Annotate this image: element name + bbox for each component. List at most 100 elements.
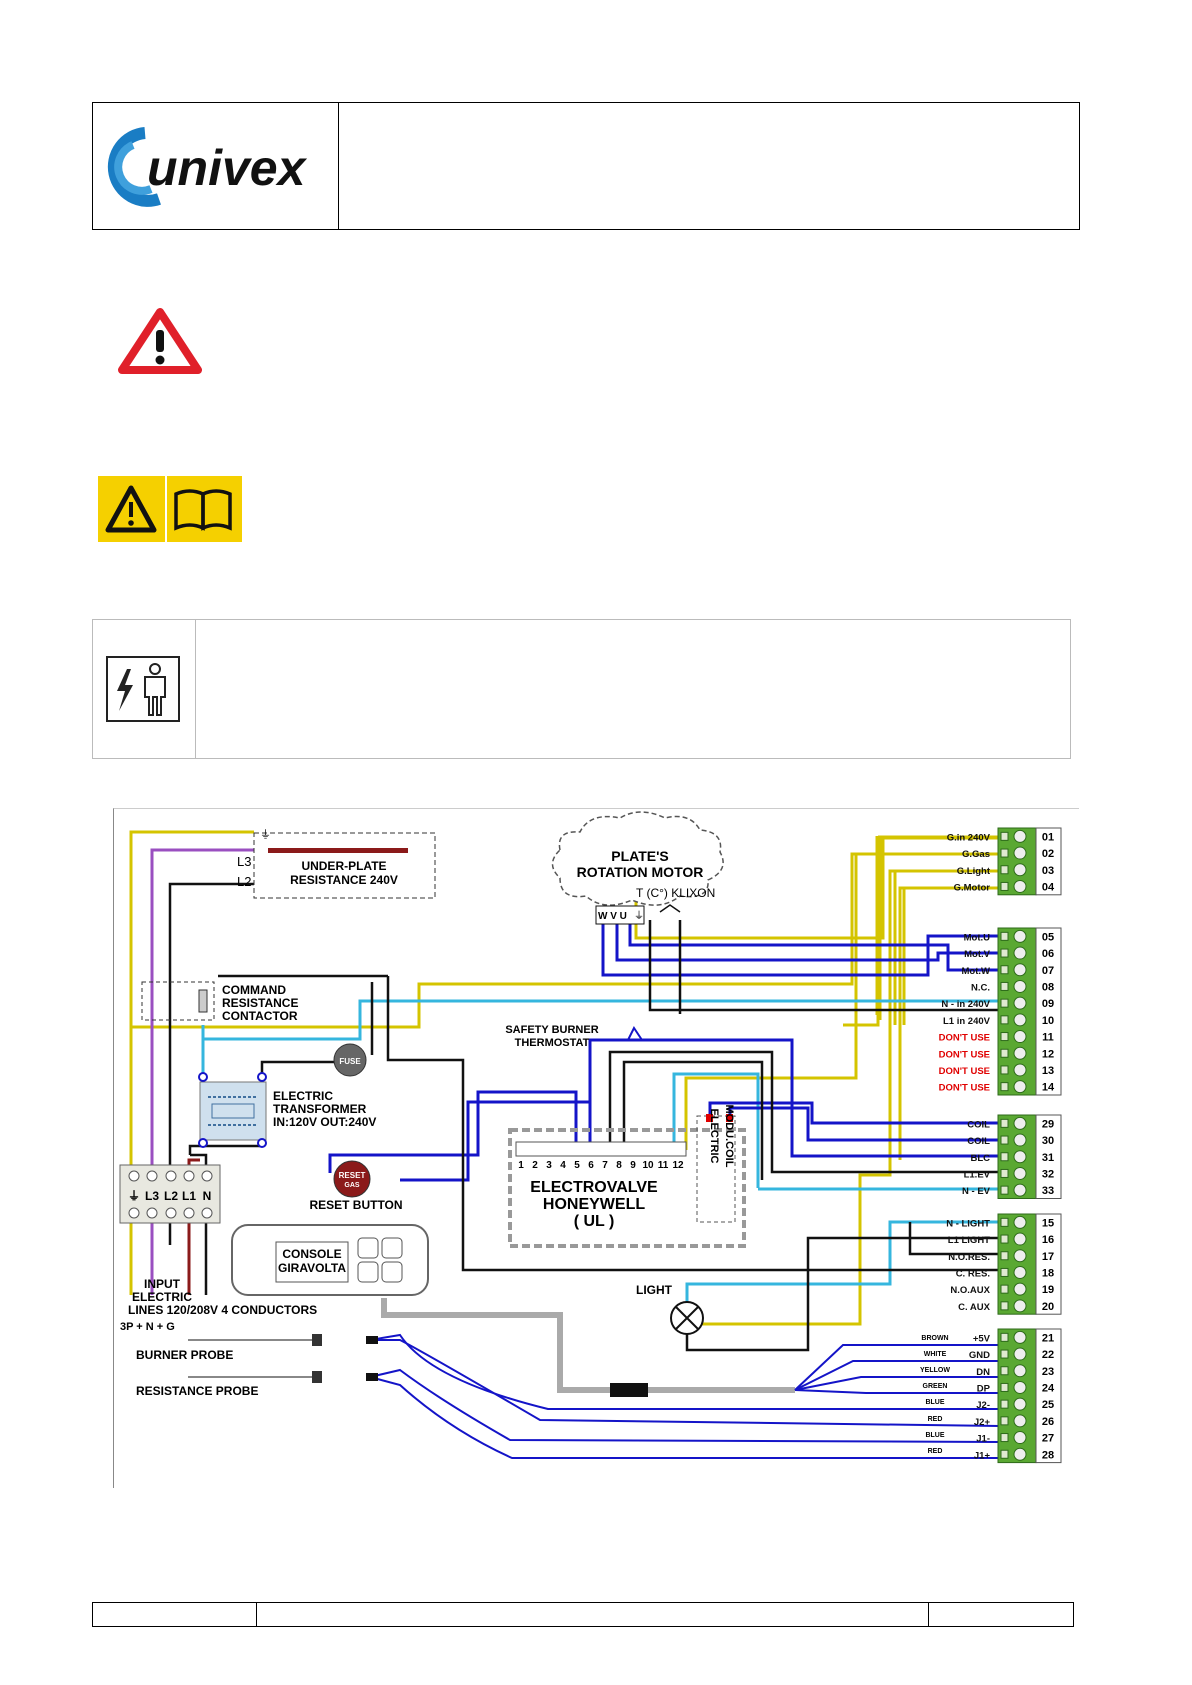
label-gas: GAS bbox=[344, 1182, 360, 1189]
terminal-slot bbox=[1000, 981, 1009, 991]
terminal-screw-icon bbox=[1013, 1347, 1027, 1361]
label-resistance-probe: RESISTANCE PROBE bbox=[136, 1384, 258, 1398]
terminal-label: C. AUX bbox=[958, 1302, 991, 1313]
terminal-number: 04 bbox=[1042, 881, 1055, 893]
label-fuse: FUSE bbox=[339, 1057, 361, 1066]
label-input-4: 3P + N + G bbox=[120, 1321, 175, 1333]
wire-color-label: RED bbox=[928, 1416, 943, 1423]
terminal-label: J2+ bbox=[974, 1417, 991, 1428]
terminal-label: Mot.U bbox=[964, 932, 991, 943]
label-transformer-3: IN:120V OUT:240V bbox=[273, 1115, 376, 1129]
terminal-slot bbox=[1000, 1234, 1009, 1244]
thermostat-icon bbox=[627, 1026, 643, 1041]
coil-box bbox=[696, 1115, 736, 1223]
footer-box bbox=[92, 1602, 1074, 1627]
terminal-label: G.Light bbox=[957, 866, 991, 877]
wire-l3 bbox=[150, 848, 254, 1295]
terminal-slot bbox=[1000, 848, 1009, 858]
input-term: L3 bbox=[145, 1189, 159, 1203]
terminal-screw-icon bbox=[1013, 946, 1027, 960]
terminal-number: 33 bbox=[1042, 1185, 1054, 1197]
terminal-number-column bbox=[1035, 1213, 1062, 1315]
terminal-number-column bbox=[1035, 827, 1062, 896]
wire-n-in-240v bbox=[201, 999, 1000, 1041]
label-console: CONSOLE bbox=[282, 1247, 341, 1261]
terminal-strips: 01G.in 240V02G.Gas03G.Light04G.Motor05Mo… bbox=[939, 827, 1062, 1464]
terminal-slot bbox=[1000, 1382, 1009, 1392]
wire-color-label: GREEN bbox=[923, 1383, 948, 1390]
valve-pin: 3 bbox=[546, 1160, 552, 1171]
terminal-slot bbox=[1000, 1118, 1009, 1128]
terminal-screw-icon bbox=[1013, 863, 1027, 877]
logo-text: univex bbox=[147, 140, 308, 196]
label-light: LIGHT bbox=[636, 1283, 673, 1297]
wire-l1 bbox=[187, 1158, 200, 1295]
note-box bbox=[92, 619, 1071, 759]
terminal-number: 29 bbox=[1042, 1118, 1054, 1130]
terminal-screw-icon bbox=[1013, 1282, 1027, 1296]
wire-blc bbox=[588, 1038, 1000, 1158]
terminal-number: 07 bbox=[1042, 965, 1054, 977]
label-contactor-3: CONTACTOR bbox=[222, 1009, 298, 1023]
wire-color-label: YELLOW bbox=[920, 1367, 950, 1374]
terminal-number: 32 bbox=[1042, 1168, 1054, 1180]
cable-connector bbox=[610, 1383, 648, 1397]
label-l3: L3 bbox=[237, 854, 251, 869]
terminal-label: DN bbox=[976, 1367, 990, 1378]
wire-n-ev bbox=[672, 1072, 760, 1188]
terminal-label: C. RES. bbox=[956, 1268, 990, 1279]
terminal-slot bbox=[1000, 865, 1009, 875]
label-reset-button: RESET BUTTON bbox=[309, 1198, 402, 1212]
terminal-label: G.Gas bbox=[962, 849, 990, 860]
terminal-number: 30 bbox=[1042, 1135, 1054, 1147]
label-moducoil: MODU.COIL bbox=[723, 1105, 735, 1168]
terminal-screw-icon bbox=[1013, 1046, 1027, 1060]
wire-g-gas bbox=[843, 838, 880, 1027]
terminal-screw-icon bbox=[1013, 996, 1027, 1010]
terminal-label: J1+ bbox=[974, 1450, 991, 1461]
input-term: N bbox=[203, 1189, 212, 1203]
valve-pin: 2 bbox=[532, 1160, 538, 1171]
electrician-icon bbox=[106, 656, 180, 722]
terminal-number: 23 bbox=[1042, 1366, 1054, 1378]
terminal-label: COIL bbox=[967, 1136, 990, 1147]
terminal-screw-icon bbox=[1013, 1030, 1027, 1044]
terminal-number: 03 bbox=[1042, 865, 1054, 877]
terminal-screw-icon bbox=[1013, 1431, 1027, 1445]
terminal-screw-icon bbox=[1013, 1183, 1027, 1197]
wire-c-res bbox=[386, 976, 1000, 1272]
terminal-slot bbox=[1000, 1399, 1009, 1409]
terminal-screw-icon bbox=[1013, 846, 1027, 860]
label-valve-3: ( UL ) bbox=[574, 1213, 615, 1230]
warning-triangle-icon bbox=[118, 308, 202, 374]
terminal-label: DON'T USE bbox=[939, 1049, 990, 1060]
heating-element bbox=[268, 848, 408, 853]
wire-n bbox=[190, 1153, 208, 1295]
terminal-slot bbox=[1000, 1433, 1009, 1443]
terminal-label: GND bbox=[969, 1350, 990, 1361]
terminal-screw-icon bbox=[1013, 1215, 1027, 1229]
valve-pin: 10 bbox=[642, 1160, 654, 1171]
terminal-number: 11 bbox=[1042, 1032, 1054, 1044]
terminal-number: 02 bbox=[1042, 848, 1054, 860]
terminal-slot bbox=[1000, 1267, 1009, 1277]
label-wvu: W V U bbox=[598, 911, 627, 922]
terminal-number: 16 bbox=[1042, 1234, 1054, 1246]
label-l2: L2 bbox=[237, 874, 251, 889]
wire-mot-w bbox=[628, 920, 1000, 972]
terminal-screw-icon bbox=[1013, 1330, 1027, 1344]
terminal-label: N.O.AUX bbox=[950, 1285, 990, 1296]
label-transformer: ELECTRIC bbox=[273, 1089, 333, 1103]
terminal-screw-icon bbox=[1013, 1232, 1027, 1246]
label-transformer-2: TRANSFORMER bbox=[273, 1102, 367, 1116]
label-motor: PLATE'S bbox=[611, 848, 669, 864]
wire-input-ground bbox=[129, 830, 254, 1295]
terminal-number: 10 bbox=[1042, 1015, 1054, 1027]
terminal-slot bbox=[1000, 1185, 1009, 1195]
label-console-2: GIRAVOLTA bbox=[278, 1261, 346, 1275]
terminal-screw-icon bbox=[1013, 1133, 1027, 1147]
valve-pin: 9 bbox=[630, 1160, 636, 1171]
svg-text:⏚: ⏚ bbox=[128, 1189, 140, 1203]
console-cable bbox=[381, 1298, 610, 1393]
terminal-slot bbox=[1000, 1349, 1009, 1359]
